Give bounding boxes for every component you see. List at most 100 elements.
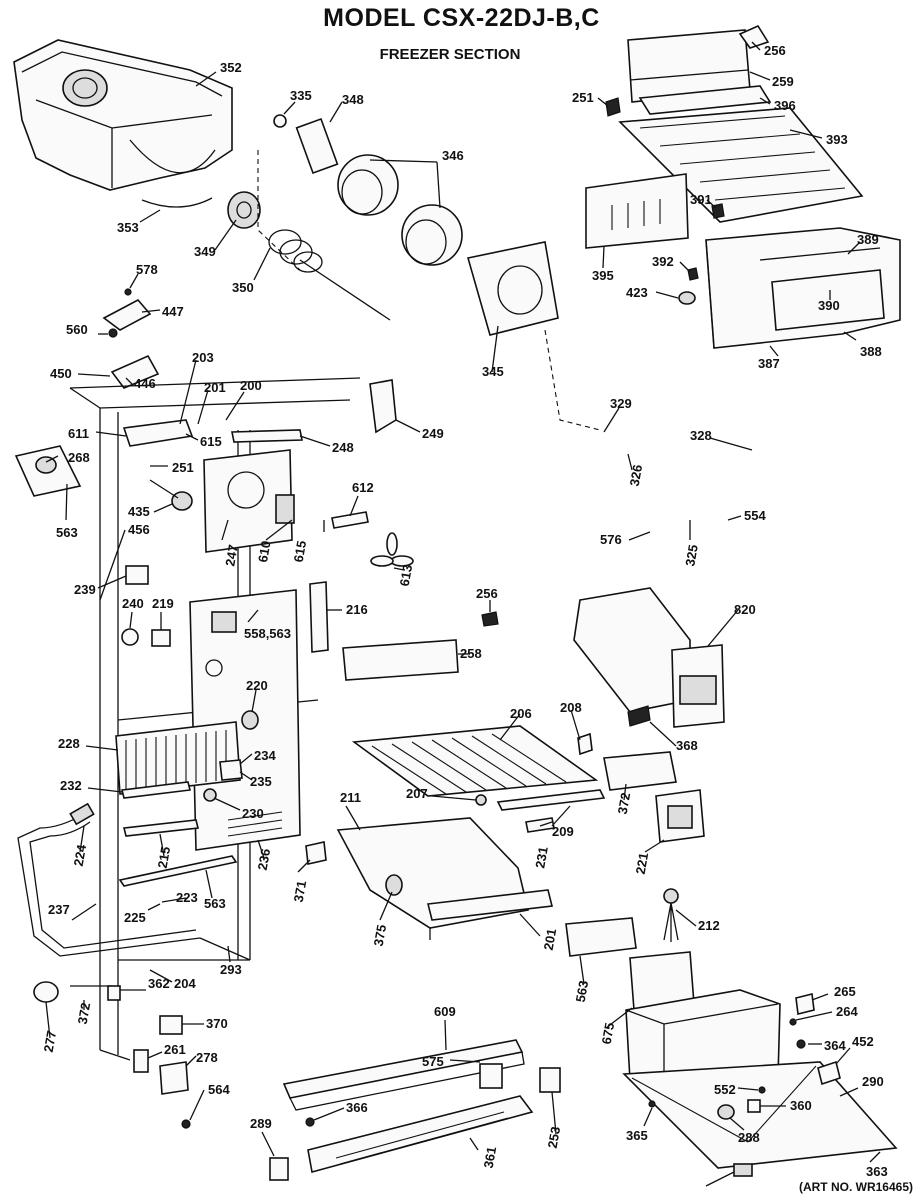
part-number: 206 (510, 706, 532, 721)
part-number: 251 (172, 460, 194, 475)
part-number: 388 (860, 344, 882, 359)
part-number: 209 (552, 824, 574, 839)
part-number: 208 (560, 700, 582, 715)
part-number: 452 (852, 1034, 874, 1049)
part-number: 293 (220, 962, 242, 977)
part-number: 220 (246, 678, 268, 693)
part-number: 212 (698, 918, 720, 933)
part-number: 221 (633, 851, 652, 875)
part-number: 232 (60, 778, 82, 793)
part-number: 563 (56, 525, 78, 540)
control-housing-drawing (622, 951, 898, 1169)
part-number: 362 (148, 976, 170, 991)
part-number: 326 (627, 463, 646, 487)
part-number: 353 (117, 220, 139, 235)
part-number: 258 (460, 646, 482, 661)
part-number: 236 (255, 847, 274, 871)
part-number: 552 (714, 1082, 736, 1097)
part-number: 228 (58, 736, 80, 751)
part-number: 423 (626, 285, 648, 300)
wire-shelf-206-drawing (351, 725, 599, 797)
part-number: 207 (406, 786, 428, 801)
art-number: (ART NO. WR16465) (798, 1180, 913, 1194)
part-number: 335 (290, 88, 312, 103)
part-number: 372 (615, 791, 634, 815)
part-number: 249 (422, 426, 444, 441)
part-number: 370 (206, 1016, 228, 1031)
part-number: 368 (676, 738, 698, 753)
part-number: 392 (652, 254, 674, 269)
part-number: 329 (610, 396, 632, 411)
part-number: 201 (204, 380, 226, 395)
part-number: 447 (162, 304, 184, 319)
part-number: 290 (862, 1074, 884, 1089)
part-number: 216 (346, 602, 368, 617)
part-number: 231 (532, 845, 551, 869)
part-number: 349 (194, 244, 216, 259)
part-number: 259 (772, 74, 794, 89)
part-number: 203 (192, 350, 214, 365)
ice-bucket-drawing (13, 39, 233, 208)
part-number: 365 (626, 1128, 648, 1143)
part-number: 609 (434, 1004, 456, 1019)
part-number: 615 (291, 539, 310, 563)
part-number: 225 (124, 910, 146, 925)
part-number: 352 (220, 60, 242, 75)
part-number: 361 (481, 1145, 500, 1169)
part-number: 675 (599, 1021, 618, 1045)
part-number: 390 (818, 298, 840, 313)
part-number: 211 (340, 790, 361, 805)
part-number: 261 (164, 1042, 186, 1057)
part-number: 277 (41, 1029, 60, 1053)
part-number: 363 (866, 1164, 888, 1179)
part-number: 611 (68, 426, 89, 441)
part-number: 346 (442, 148, 464, 163)
part-number: 237 (48, 902, 70, 917)
part-335-washer-drawing (273, 114, 287, 128)
leader-lines (45, 41, 881, 1187)
part-number: 278 (196, 1050, 218, 1065)
part-number: 230 (242, 806, 264, 821)
auger-drawing (227, 191, 391, 321)
part-number: 450 (50, 366, 72, 381)
part-number: 256 (764, 43, 786, 58)
part-number: 564 (208, 1082, 230, 1097)
part-number: 389 (857, 232, 879, 247)
diagram-subtitle: FREEZER SECTION (379, 46, 521, 63)
part-number: 456 (128, 522, 150, 537)
part-number: 391 (690, 192, 712, 207)
part-number-labels: 352 353 335 348 346 349 350 345 256 259 … (41, 43, 888, 1179)
part-number: 239 (74, 582, 96, 597)
part-number: 575 (422, 1054, 444, 1069)
part-number: 256 (476, 586, 498, 601)
part-number: 820 (734, 602, 756, 617)
part-number: 325 (682, 543, 701, 567)
part-number: 364 (824, 1038, 846, 1053)
part-number: 435 (128, 504, 150, 519)
fan-blade-613-drawing (370, 532, 414, 567)
part-number: 576 (600, 532, 622, 547)
part-number: 554 (744, 508, 766, 523)
dispenser-assembly-drawing (585, 24, 901, 349)
part-number: 613 (397, 563, 416, 587)
diagram-title: MODEL CSX-22DJ-B,C (323, 4, 600, 32)
part-number: 204 (174, 976, 196, 991)
part-number: 247 (222, 543, 241, 567)
drawer-211-drawing (336, 817, 553, 940)
part-number: 201 (541, 927, 560, 951)
part-number: 328 (690, 428, 712, 443)
auger-drum-drawing (337, 154, 463, 266)
part-number: 253 (545, 1125, 564, 1149)
part-number: 446 (134, 376, 156, 391)
part-number: 615 (200, 434, 222, 449)
part-number: 289 (250, 1116, 272, 1131)
part-number: 563 (573, 979, 592, 1003)
icemaker-820-drawing (573, 587, 725, 728)
part-number: 612 (352, 480, 374, 495)
part-number: 235 (250, 774, 272, 789)
part-number: 350 (232, 280, 254, 295)
part-number: 366 (346, 1100, 368, 1115)
part-number: 215 (155, 845, 174, 869)
part-number: 563 (204, 896, 226, 911)
